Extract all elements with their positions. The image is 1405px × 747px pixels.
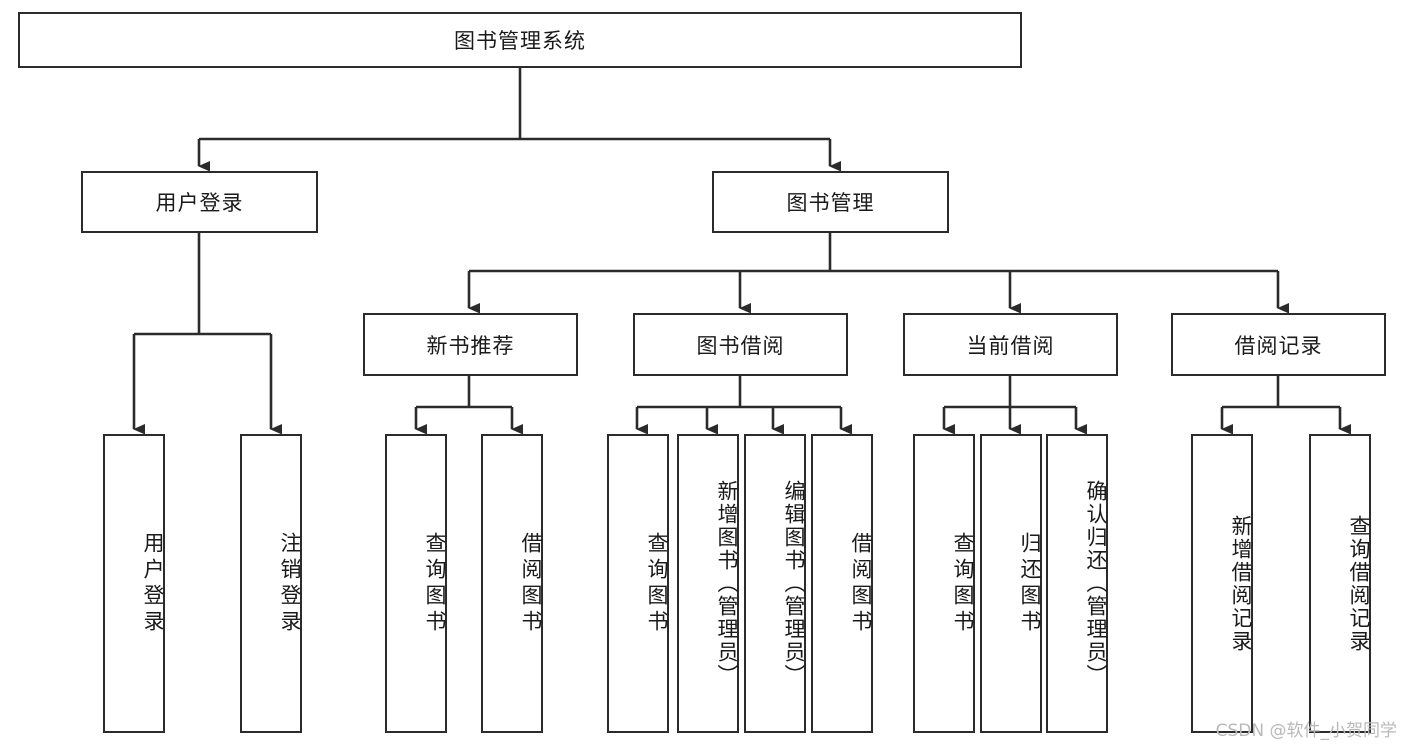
- leaf-record-query-label: 查询借阅记录: [1347, 514, 1371, 653]
- leaf-current-confirm-return-admin[interactable]: 确认归还（管理员）: [1046, 434, 1108, 733]
- leaf-borrow-borrow-book-label: 借阅图书: [849, 531, 873, 636]
- node-current-borrow-label: 当前借阅: [966, 333, 1055, 358]
- leaf-recommend-query-book-label: 查询图书: [423, 531, 447, 636]
- leaf-borrow-query-book[interactable]: 查询图书: [607, 434, 669, 733]
- node-borrow-record[interactable]: 借阅记录: [1171, 313, 1386, 376]
- node-root-label: 图书管理系统: [454, 29, 586, 53]
- node-new-book-recommend[interactable]: 新书推荐: [363, 313, 578, 376]
- leaf-current-query-book-label: 查询图书: [951, 531, 975, 636]
- leaf-user-logout-label: 注销登录: [278, 531, 302, 636]
- leaf-current-return-book-label: 归还图书: [1018, 531, 1042, 636]
- node-book-borrow[interactable]: 图书借阅: [633, 313, 848, 376]
- leaf-recommend-query-book[interactable]: 查询图书: [385, 434, 447, 733]
- leaf-user-login-label: 用户登录: [141, 531, 165, 636]
- leaf-borrow-edit-book-admin-label: 编辑图书（管理员）: [782, 480, 806, 687]
- node-new-book-recommend-label: 新书推荐: [426, 333, 515, 358]
- node-user-login-label: 用户登录: [155, 191, 244, 215]
- leaf-record-add-label: 新增借阅记录: [1229, 514, 1253, 653]
- leaf-borrow-query-book-label: 查询图书: [645, 531, 669, 636]
- node-root[interactable]: 图书管理系统: [18, 12, 1022, 68]
- leaf-borrow-borrow-book[interactable]: 借阅图书: [811, 434, 873, 733]
- leaf-borrow-add-book-admin[interactable]: 新增图书（管理员）: [677, 434, 739, 733]
- node-borrow-record-label: 借阅记录: [1234, 333, 1323, 358]
- leaf-current-confirm-return-admin-label: 确认归还（管理员）: [1084, 480, 1108, 687]
- node-current-borrow[interactable]: 当前借阅: [903, 313, 1118, 376]
- leaf-borrow-add-book-admin-label: 新增图书（管理员）: [715, 480, 739, 687]
- leaf-recommend-borrow-book[interactable]: 借阅图书: [481, 434, 543, 733]
- leaf-record-query[interactable]: 查询借阅记录: [1309, 434, 1371, 733]
- leaf-current-return-book[interactable]: 归还图书: [980, 434, 1042, 733]
- leaf-record-add[interactable]: 新增借阅记录: [1191, 434, 1253, 733]
- leaf-current-query-book[interactable]: 查询图书: [913, 434, 975, 733]
- leaf-user-login[interactable]: 用户登录: [103, 434, 165, 733]
- node-user-login[interactable]: 用户登录: [81, 171, 318, 233]
- node-book-manage[interactable]: 图书管理: [712, 171, 949, 233]
- node-book-borrow-label: 图书借阅: [696, 333, 785, 358]
- leaf-recommend-borrow-book-label: 借阅图书: [519, 531, 543, 636]
- leaf-user-logout[interactable]: 注销登录: [240, 434, 302, 733]
- leaf-borrow-edit-book-admin[interactable]: 编辑图书（管理员）: [744, 434, 806, 733]
- node-book-manage-label: 图书管理: [786, 191, 875, 215]
